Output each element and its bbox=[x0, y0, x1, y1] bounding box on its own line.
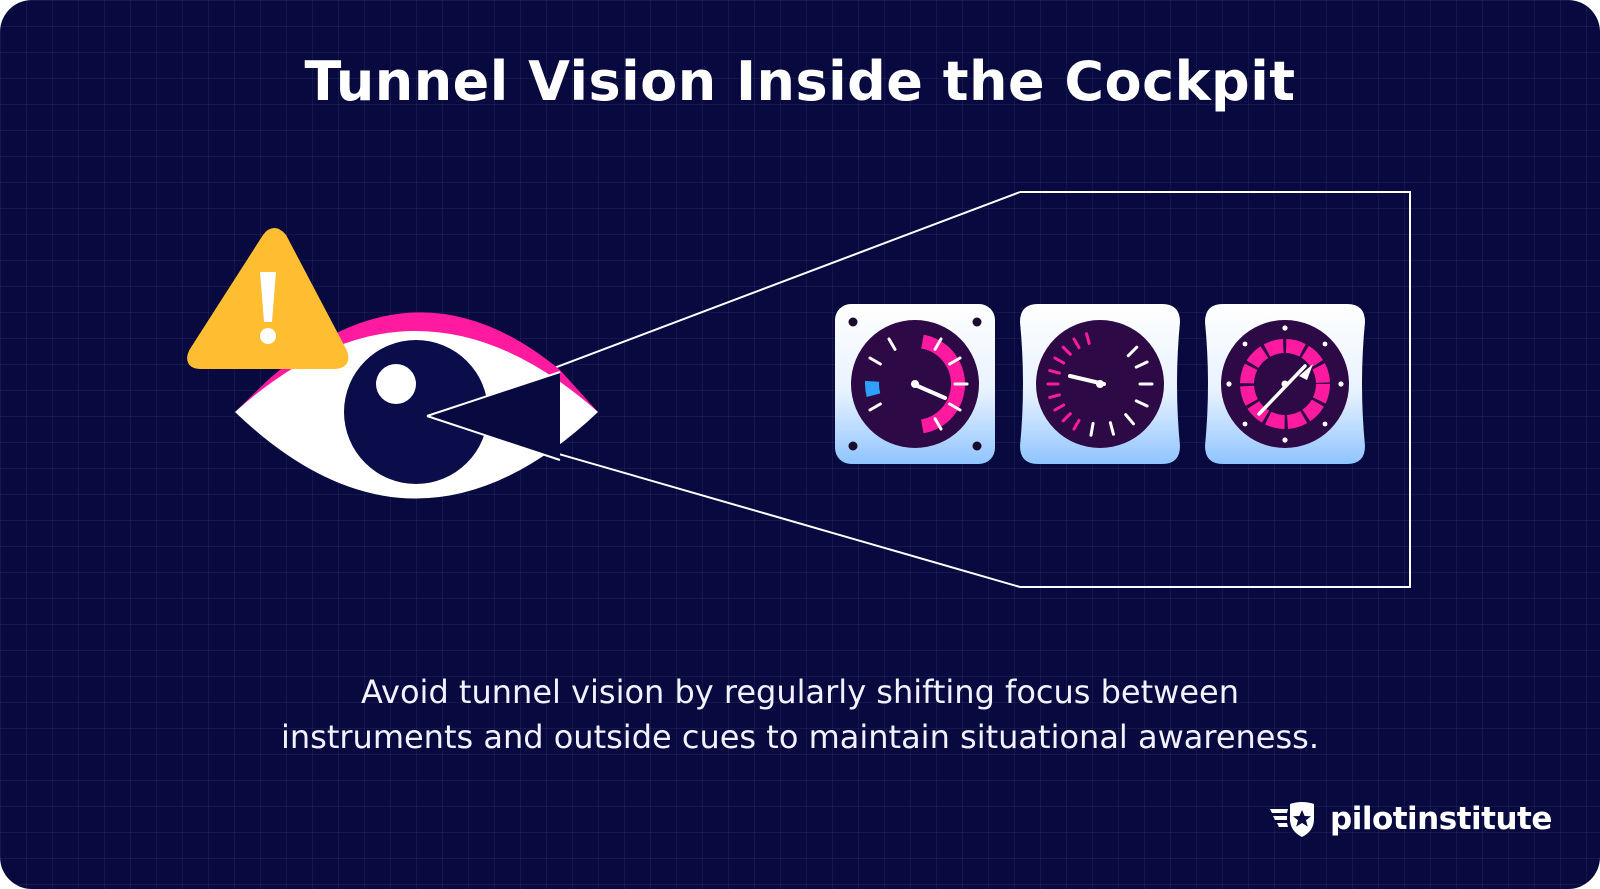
caption: Avoid tunnel vision by regularly shiftin… bbox=[150, 670, 1450, 760]
eye-icon bbox=[235, 312, 598, 499]
warning-triangle-icon bbox=[187, 228, 349, 369]
square-gauge-icon bbox=[835, 304, 995, 464]
page-title: Tunnel Vision Inside the Cockpit bbox=[304, 50, 1296, 113]
brand-name: pilotinstitute bbox=[1330, 801, 1552, 837]
brand-logo[interactable]: pilotinstitute bbox=[1268, 796, 1552, 842]
compass-gauge-icon bbox=[1205, 304, 1365, 464]
caption-line-2: instruments and outside cues to maintain… bbox=[280, 718, 1319, 756]
star-shield-wings-icon bbox=[1270, 802, 1314, 837]
caption-line-1: Avoid tunnel vision by regularly shiftin… bbox=[361, 673, 1239, 711]
rounded-gauge-icon bbox=[1020, 304, 1180, 464]
